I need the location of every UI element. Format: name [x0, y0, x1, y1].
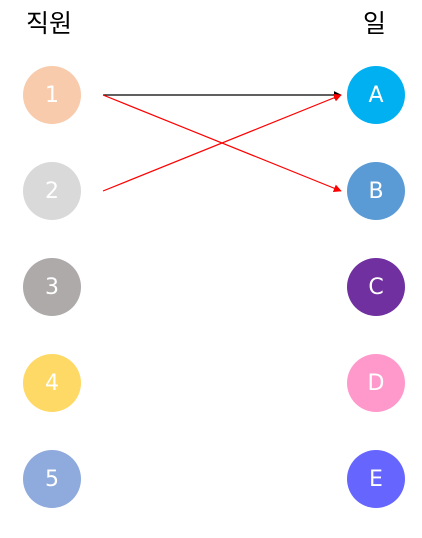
employee-node-2: 2	[23, 162, 81, 220]
employee-node-4: 4	[23, 354, 81, 412]
job-node-b: B	[347, 162, 405, 220]
header-jobs: 일	[363, 9, 387, 38]
header-employees: 직원	[26, 9, 73, 38]
job-node-e: E	[347, 450, 405, 508]
job-node-a: A	[347, 66, 405, 124]
job-node-d: D	[347, 354, 405, 412]
employee-node-3: 3	[23, 258, 81, 316]
job-node-c: C	[347, 258, 405, 316]
employee-node-1: 1	[23, 66, 81, 124]
edge-2-a	[102, 93, 342, 192]
employee-node-5: 5	[23, 450, 81, 508]
